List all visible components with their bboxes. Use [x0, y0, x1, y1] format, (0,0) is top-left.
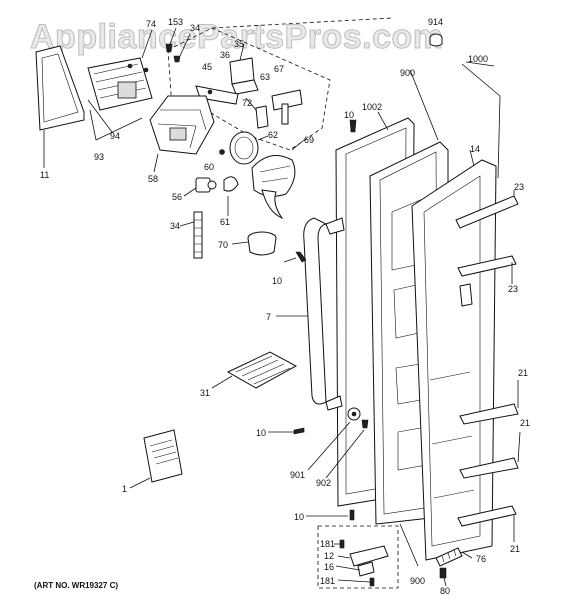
label-35: 35: [234, 39, 244, 49]
label-93: 93: [94, 152, 104, 162]
label-11: 11: [40, 170, 49, 180]
part-auger: [251, 139, 305, 220]
label-12: 12: [324, 551, 334, 561]
part-shelves: [429, 195, 519, 527]
label-914: 914: [428, 17, 443, 27]
part-door-gasket: [411, 149, 497, 561]
part-bracket: [195, 85, 239, 105]
label-10-d: 10: [294, 512, 304, 522]
label-10-c: 10: [256, 428, 266, 438]
part-bottom-hinge-kit: [317, 525, 399, 589]
label-63: 63: [260, 72, 270, 82]
label-21-a: 21: [518, 368, 528, 378]
part-gasket-ring: [229, 131, 269, 165]
label-1002: 1002: [362, 102, 382, 112]
part-solenoid: [229, 43, 259, 95]
part-control-board: [87, 29, 153, 141]
label-60: 60: [204, 162, 214, 172]
part-hinge-bushing: [307, 407, 369, 479]
label-23-b: 23: [508, 284, 518, 294]
label-94: 94: [110, 131, 120, 141]
art-number: (ART NO. WR19327 C): [34, 581, 118, 590]
label-34-top: 34: [190, 23, 200, 33]
label-10-b: 10: [272, 276, 282, 286]
label-72: 72: [242, 98, 252, 108]
label-900-top: 900: [400, 68, 415, 78]
part-door-closer: [435, 547, 473, 587]
part-dispenser-frame: [35, 45, 85, 168]
label-153: 153: [168, 17, 183, 27]
label-58: 58: [148, 174, 158, 184]
label-70: 70: [218, 240, 228, 250]
part-labels: 74 153 34 35 36 45 63 67 72 62 69 60 94 …: [40, 17, 530, 596]
label-23-a: 23: [514, 182, 524, 192]
label-56: 56: [172, 192, 182, 202]
part-manual: [129, 429, 183, 489]
label-36: 36: [220, 50, 230, 60]
label-181-b: 181: [320, 576, 335, 586]
label-1000: 1000: [468, 54, 488, 64]
label-74: 74: [146, 19, 156, 29]
label-31: 31: [200, 388, 210, 398]
label-900-bot: 900: [410, 576, 425, 586]
label-21-c: 21: [510, 544, 520, 554]
part-actuator: [245, 89, 303, 129]
watermark: AppliancePartsPros.com: [30, 18, 443, 56]
label-67: 67: [274, 64, 284, 74]
part-cap-61: [223, 176, 239, 216]
label-34: 34: [170, 221, 180, 231]
label-61: 61: [220, 217, 230, 227]
label-902: 902: [316, 478, 331, 488]
part-spring-34: [179, 211, 203, 259]
part-ice-chute-housing: [149, 95, 215, 173]
part-screws-top: [165, 27, 191, 63]
label-45: 45: [202, 62, 212, 72]
part-door-handle: [276, 217, 345, 411]
part-screw-60: [219, 149, 225, 155]
label-80: 80: [440, 586, 450, 596]
part-1000-leader: [461, 63, 501, 179]
label-76: 76: [476, 554, 486, 564]
label-62: 62: [268, 130, 278, 140]
label-1: 1: [122, 484, 127, 494]
part-plug-914: [429, 33, 443, 47]
label-901: 901: [290, 470, 305, 480]
part-cup-70: [231, 231, 277, 256]
label-14: 14: [470, 144, 480, 154]
label-69: 69: [304, 135, 314, 145]
part-motor-56: [183, 177, 217, 197]
leader-lines: [465, 61, 521, 542]
part-drip-tray: [211, 351, 298, 389]
label-21-b: 21: [520, 418, 530, 428]
label-16: 16: [324, 562, 334, 572]
label-10-a: 10: [344, 110, 354, 120]
label-7: 7: [266, 312, 271, 322]
label-181-a: 181: [320, 539, 335, 549]
part-screws-10: [268, 119, 357, 521]
